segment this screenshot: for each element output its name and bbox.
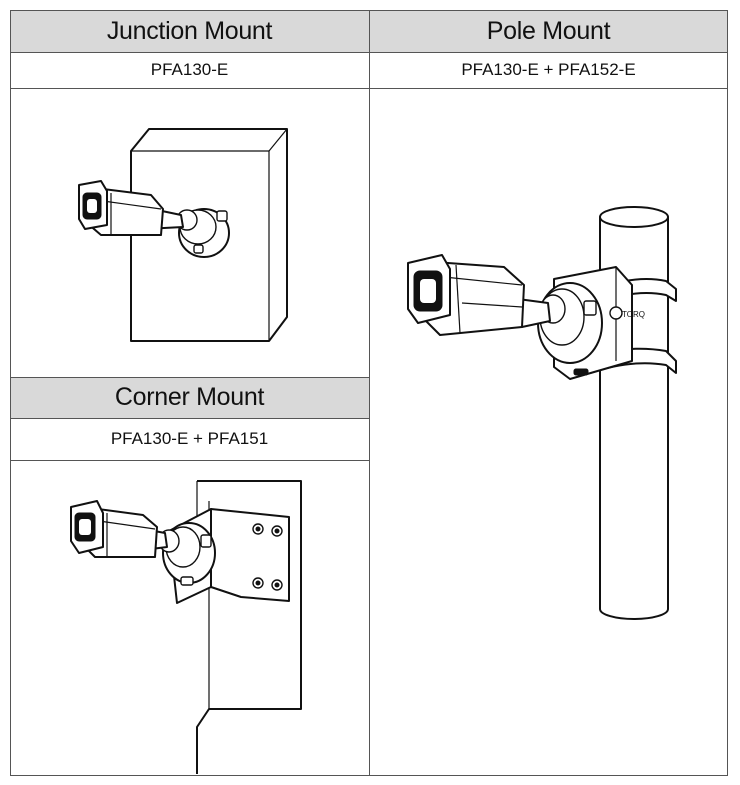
table-rule: [10, 460, 369, 461]
pole-mount-model: PFA130-E + PFA152-E: [369, 52, 728, 88]
corner-mount-title: Corner Mount: [10, 377, 369, 418]
table-border-left: [10, 10, 11, 776]
pole-mount-illustration: TORQ: [407, 206, 677, 620]
table-rule: [10, 418, 369, 419]
junction-mount-title: Junction Mount: [10, 10, 369, 52]
junction-mount-model: PFA130-E: [10, 52, 369, 88]
corner-mount-model: PFA130-E + PFA151: [10, 418, 369, 460]
corner-mount-illustration: [70, 480, 302, 774]
junction-mount-illustration: [78, 128, 288, 342]
table-border-right: [727, 10, 728, 776]
table-rule: [10, 377, 369, 378]
pole-mount-title: Pole Mount: [369, 10, 728, 52]
table-divider: [369, 10, 370, 776]
svg-text:TORQ: TORQ: [622, 310, 645, 319]
